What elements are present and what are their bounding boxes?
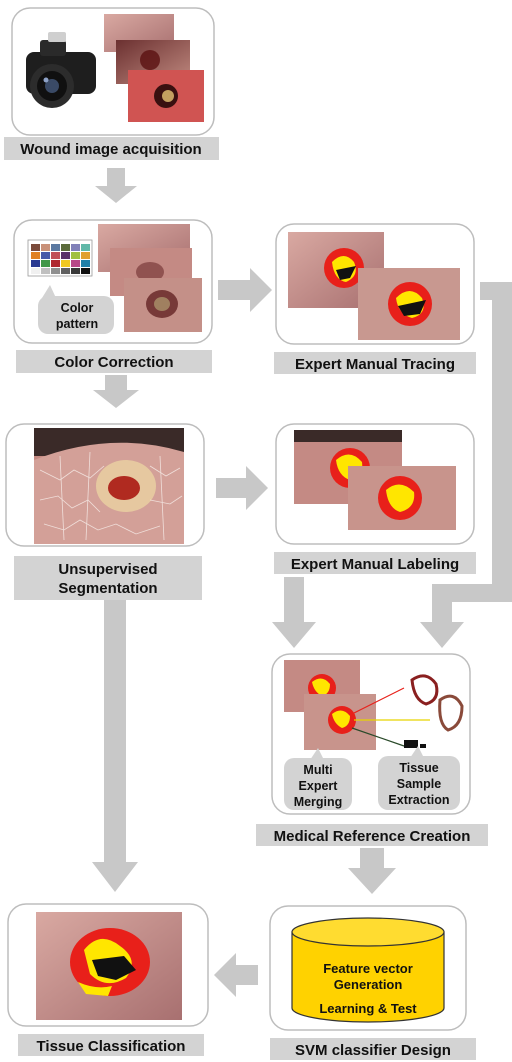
color-checker-icon [28,240,92,276]
arrow-right-1 [218,268,272,312]
segmentation-label-line2: Segmentation [58,580,157,597]
svm-design-label: SVM classifier Design [295,1042,451,1059]
segmentation-panel [6,424,204,546]
arrow-down-2 [93,375,139,408]
callout-text: Merging [294,795,343,809]
color-correction-panel: Color pattern [14,220,212,343]
cylinder-text: Feature vector [323,961,413,976]
reference-creation-label: Medical Reference Creation [274,828,471,845]
segmentation-label-line1: Unsupervised [58,561,157,578]
color-correction-label: Color Correction [54,354,173,371]
tissue-classification-panel [8,904,208,1026]
arrow-right-2 [216,466,268,510]
arrow-down-long [92,598,138,892]
arrow-down-1 [95,168,137,203]
svm-design-panel: Feature vector Generation Learning & Tes… [270,906,466,1030]
callout-text: Sample [397,777,442,791]
manual-labeling-panel [276,424,474,544]
arrow-left-1 [214,953,258,997]
callout-text: Multi [303,763,332,777]
manual-labeling-label: Expert Manual Labeling [291,556,459,573]
callout-text: Extraction [388,793,449,807]
arrow-down-4 [348,848,396,894]
callout-text: Color [61,301,94,315]
tissue-classification-label: Tissue Classification [37,1038,186,1055]
reference-creation-panel: Multi Expert Merging Tissue Sample Extra… [272,654,470,814]
cylinder-text: Generation [334,977,403,992]
callout-text: Expert [299,779,339,793]
callout-text: Tissue [399,761,438,775]
acquisition-label: Wound image acquisition [20,141,201,158]
arrow-down-3 [272,577,316,648]
callout-text: pattern [56,317,98,331]
manual-tracing-panel [276,224,474,344]
manual-tracing-label: Expert Manual Tracing [295,356,455,373]
cylinder-text: Learning & Test [319,1001,417,1016]
acquisition-panel [12,8,214,135]
